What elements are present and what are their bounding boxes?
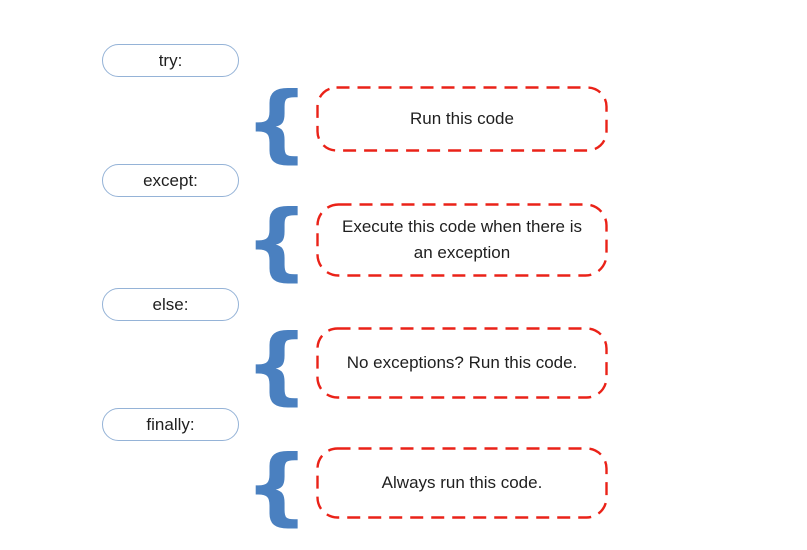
code-box-try: Run this code [316,86,608,152]
keyword-pill-except: except: [102,164,239,197]
code-box-except: Execute this code when there is an excep… [316,203,608,277]
code-box-label-finally: Always run this code. [381,473,543,492]
code-box-label-else: No exceptions? Run this code. [346,353,578,372]
keyword-pill-try: try: [102,44,239,77]
keyword-label-finally: finally: [146,414,195,434]
keyword-label-try: try: [158,50,183,70]
keyword-pill-finally: finally: [102,408,239,441]
left-brace-icon: { [244,74,309,172]
dashed-border [316,327,608,399]
code-box-finally: Always run this code. [316,447,608,519]
left-brace-icon: { [244,192,309,290]
left-brace-icon: { [244,437,309,535]
code-box-label-except: Execute this code when there is an excep… [341,217,583,262]
dashed-border [316,447,608,519]
code-box-else: No exceptions? Run this code. [316,327,608,399]
dashed-border [316,203,608,277]
left-brace-icon: { [244,316,309,414]
keyword-label-else: else: [152,294,189,314]
keyword-pill-else: else: [102,288,239,321]
keyword-label-except: except: [143,170,198,190]
code-box-label-try: Run this code [410,109,514,128]
